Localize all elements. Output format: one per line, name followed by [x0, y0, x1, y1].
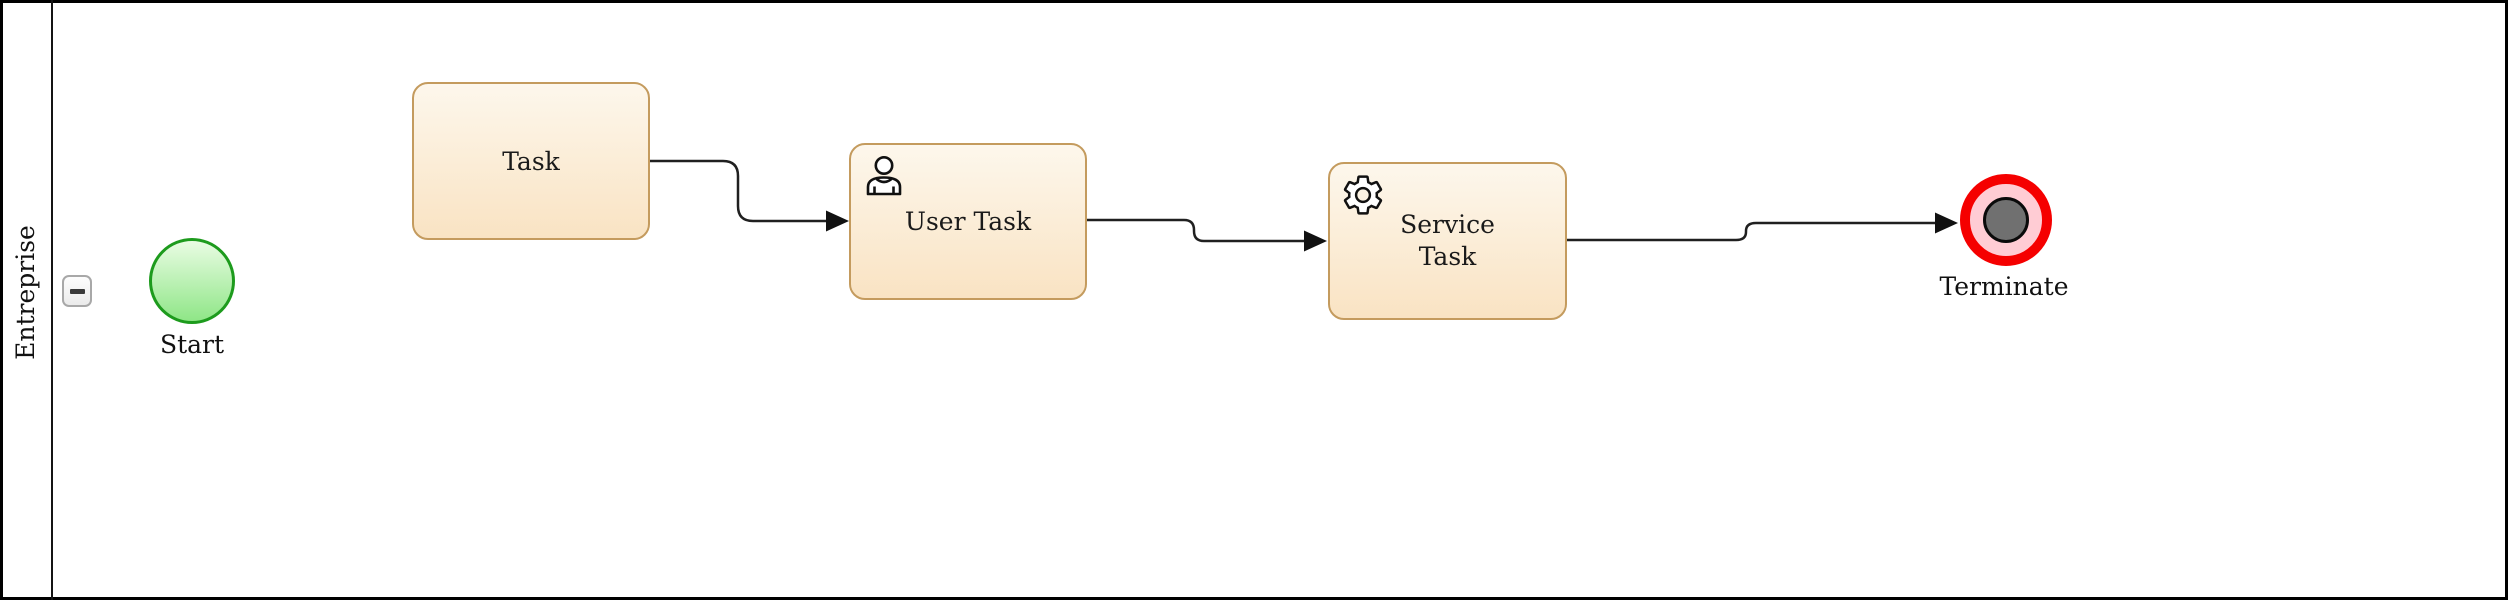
- arrowhead-icon: [826, 210, 849, 232]
- pool-lane-header[interactable]: Entreprise: [0, 0, 53, 600]
- service-task-label: Service Task: [1400, 209, 1495, 272]
- arrowhead-icon: [1304, 230, 1327, 252]
- sequence-flow-task-to-usertask[interactable]: [650, 159, 827, 223]
- terminate-end-event[interactable]: [1960, 174, 2052, 266]
- sequence-flow-usertask-to-servicetask[interactable]: [1087, 218, 1305, 243]
- pool-collapse-button[interactable]: [62, 275, 92, 307]
- user-task-label: User Task: [904, 207, 1032, 236]
- user-icon: [866, 156, 902, 196]
- sequence-flow-servicetask-to-terminate[interactable]: [1567, 221, 1936, 242]
- minus-icon: [69, 288, 85, 294]
- start-event-label: Start: [159, 330, 225, 359]
- terminate-inner-circle: [1983, 197, 2029, 243]
- service-task-node[interactable]: Service Task: [1328, 162, 1567, 320]
- gear-icon: [1343, 175, 1383, 215]
- start-event[interactable]: [149, 238, 235, 324]
- task-label: Task: [502, 146, 560, 176]
- pool-label: Entreprise: [11, 224, 40, 360]
- terminate-event-label: Terminate: [1939, 272, 2069, 301]
- user-task-node[interactable]: User Task: [849, 143, 1087, 300]
- task-node[interactable]: Task: [412, 82, 650, 240]
- arrowhead-icon: [1935, 212, 1958, 234]
